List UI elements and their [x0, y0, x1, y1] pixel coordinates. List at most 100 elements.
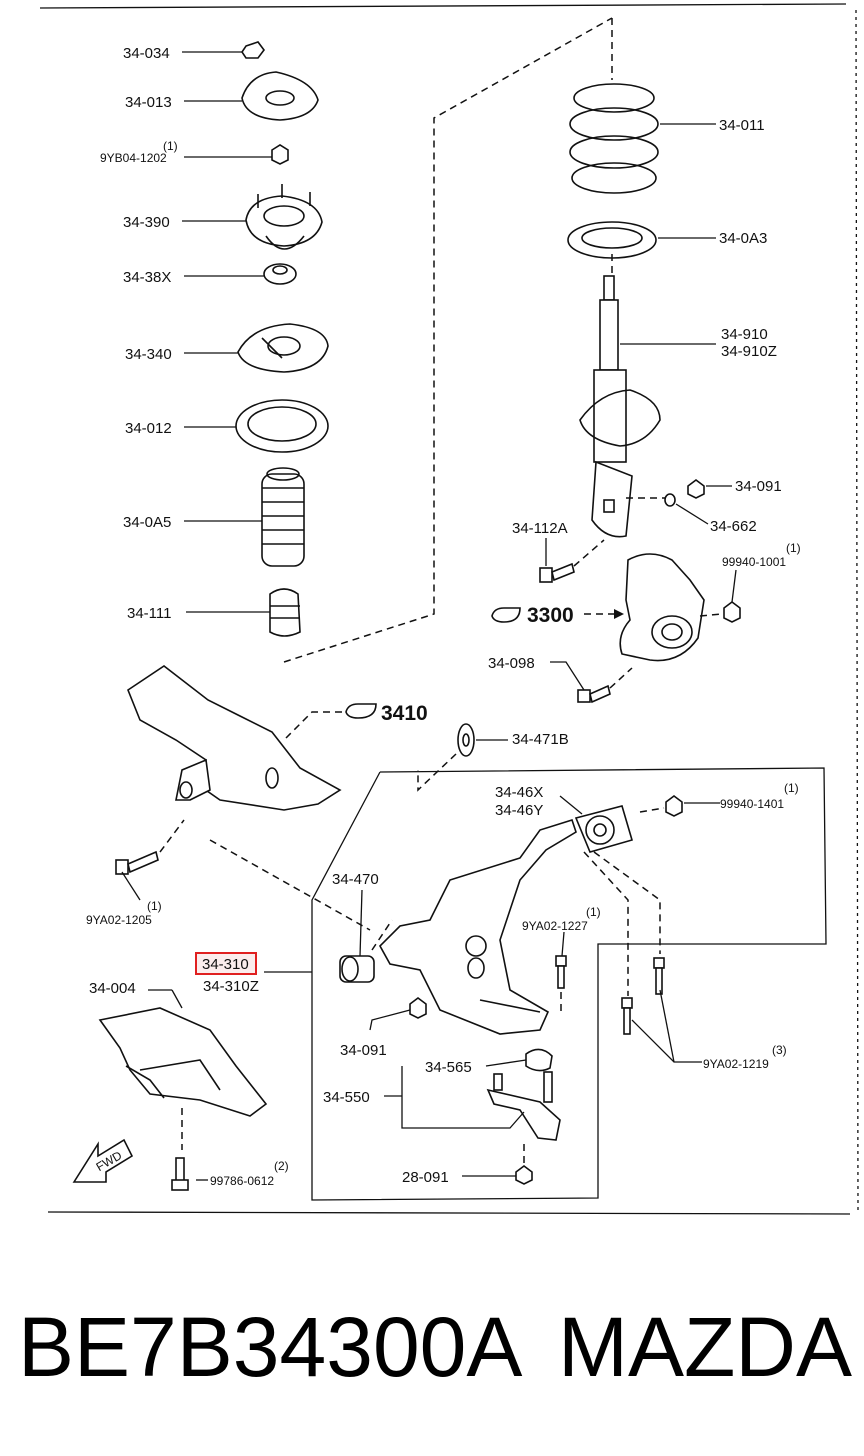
- boot-34-0a5: [261, 467, 305, 567]
- ref-arrowhead-3300: [614, 609, 624, 619]
- label-34-091-arm: 34-091: [340, 1042, 387, 1059]
- qty-99786-0612: (2): [274, 1159, 289, 1173]
- mount-34-390: [245, 184, 323, 250]
- brand-name: MAZDA: [558, 1300, 852, 1394]
- bolt-9ya02-1205: [115, 850, 159, 875]
- nut-9yb04-1202: [271, 144, 289, 165]
- label-34-471b: 34-471B: [512, 731, 569, 748]
- frame-top-line: [39, 3, 847, 9]
- label-3410: 3410: [381, 702, 428, 725]
- seat-34-340: [237, 323, 329, 373]
- label-34-38x: 34-38X: [123, 269, 171, 286]
- label-9ya02-1219: 9YA02-1219: [703, 1057, 769, 1071]
- bump-stop-34-111: [269, 588, 301, 637]
- qty-99940-1001: (1): [786, 541, 801, 555]
- nut-99940-1001: [723, 601, 741, 623]
- lower-arm-group-box: [311, 767, 827, 1201]
- plate-34-013: [241, 71, 319, 121]
- bolt-34-112a: [539, 562, 575, 583]
- label-34-012: 34-012: [125, 420, 172, 437]
- nut-34-034: [241, 41, 265, 59]
- knuckle-3300: [619, 553, 705, 662]
- label-34-565: 34-565: [425, 1059, 472, 1076]
- washer-34-471b: [457, 723, 475, 757]
- leader-lines: [121, 51, 737, 1181]
- lower-control-arm-34-310: [379, 819, 577, 1035]
- splash-shield-34-004: [98, 1007, 268, 1117]
- assembly-line-470: [371, 919, 393, 951]
- bolts-9ya02-1219: [621, 957, 665, 1035]
- boot-34-565: [525, 1048, 553, 1072]
- label-3300: 3300: [527, 604, 574, 627]
- label-34-550: 34-550: [323, 1089, 370, 1106]
- part-caption: BE7B34300A MAZDA: [0, 1292, 864, 1402]
- assembly-line-top: [283, 17, 613, 663]
- label-34-310: 34-310: [202, 956, 249, 973]
- label-9yb04-1202: 9YB04-1202: [100, 151, 167, 165]
- bushing-34-470: [339, 955, 375, 983]
- label-34-46y: 34-46Y: [495, 802, 543, 819]
- nut-34-091-top: [687, 479, 705, 499]
- label-34-034: 34-034: [123, 45, 170, 62]
- label-34-011: 34-011: [719, 117, 765, 134]
- label-34-111: 34-111: [127, 605, 171, 622]
- assembly-line-bolt-a: [573, 539, 605, 567]
- ref-arrow-3410: [345, 703, 377, 719]
- label-34-098: 34-098: [488, 655, 535, 672]
- label-34-340: 34-340: [125, 346, 172, 363]
- ring-34-012: [235, 399, 329, 453]
- bushing-34-46x: [574, 805, 633, 853]
- label-34-390: 34-390: [123, 214, 170, 231]
- label-99786-0612: 99786-0612: [210, 1174, 274, 1188]
- label-99940-1001: 99940-1001: [722, 555, 786, 569]
- label-34-470: 34-470: [332, 871, 379, 888]
- qty-9yb04-1202: (1): [163, 139, 178, 153]
- label-34-112a: 34-112A: [512, 520, 568, 537]
- label-9ya02-1205: 9YA02-1205: [86, 913, 152, 927]
- assembly-line-crossmember-arm: [209, 839, 371, 931]
- assembly-line-471b: [417, 753, 457, 792]
- nut-99940-1401: [665, 795, 683, 817]
- spring-seat-34-0a3: [567, 221, 657, 259]
- label-99940-1401: 99940-1401: [720, 797, 784, 811]
- frame-right-edge: [855, 9, 859, 1211]
- qty-9ya02-1219: (3): [772, 1043, 787, 1057]
- label-28-091: 28-091: [402, 1169, 449, 1186]
- label-34-0a3: 34-0A3: [719, 230, 767, 247]
- label-34-910z: 34-910Z: [721, 343, 777, 360]
- label-34-013: 34-013: [125, 94, 172, 111]
- label-34-910: 34-910: [721, 326, 768, 343]
- ref-line-3410: [285, 711, 342, 739]
- qty-9ya02-1205: (1): [147, 899, 162, 913]
- frame-bottom-line: [47, 1211, 851, 1215]
- strut-34-910: [579, 275, 661, 538]
- label-34-46x: 34-46X: [495, 784, 543, 801]
- label-34-310z: 34-310Z: [203, 978, 259, 995]
- nut-28-091: [515, 1165, 533, 1185]
- part-number: BE7B34300A: [18, 1300, 523, 1394]
- label-34-0a5: 34-0A5: [123, 514, 171, 531]
- assembly-line-1205: [159, 819, 185, 853]
- assembly-line-1219-b: [583, 851, 629, 996]
- ball-joint-34-550: [486, 1071, 561, 1141]
- label-9ya02-1227: 9YA02-1227: [522, 919, 588, 933]
- crossmember-3410: [127, 665, 342, 811]
- bushing-34-38x: [263, 263, 297, 285]
- fwd-arrow-icon: [72, 1138, 134, 1183]
- assembly-line-bolt-098: [609, 667, 633, 689]
- ref-arrow-3300: [491, 607, 521, 623]
- qty-9ya02-1227: (1): [586, 905, 601, 919]
- label-34-004: 34-004: [89, 980, 136, 997]
- washer-34-662: [664, 493, 676, 507]
- nut-34-091-arm: [409, 997, 427, 1019]
- assembly-line-1219-a: [593, 851, 661, 954]
- highlight-box-34-310: [195, 952, 257, 975]
- assembly-line-knuckle-nut: [699, 613, 723, 617]
- bolt-99786-0612: [171, 1157, 189, 1191]
- qty-99940-1401: (1): [784, 781, 799, 795]
- label-34-091-top: 34-091: [735, 478, 782, 495]
- label-34-662: 34-662: [710, 518, 757, 535]
- bolt-9ya02-1227: [555, 955, 567, 989]
